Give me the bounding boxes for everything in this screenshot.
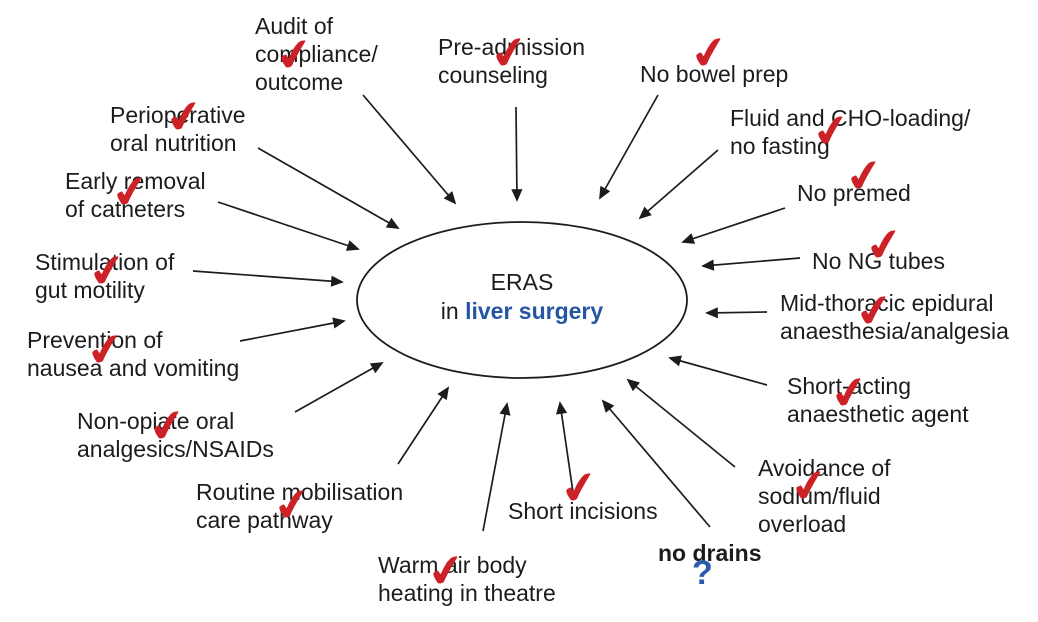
arrow-stimulation [192, 270, 344, 287]
arrow-mid-thoracic [705, 307, 768, 319]
center-subject: liver surgery [465, 298, 604, 324]
label-warm-air-body-heating: Warm air body heating in theatre [378, 552, 556, 606]
question-mark-icon: ? [692, 554, 713, 592]
label-perioperative-oral-nutrition: Perioperative oral nutrition [110, 102, 246, 156]
center-ellipse [356, 221, 688, 379]
label-non-opiate-analgesics: Non-opiate oral analgesics/NSAIDs [77, 408, 274, 462]
label-early-removal-catheters: Early removal of catheters [65, 168, 206, 222]
label-short-acting-anaesthetic: Short-acting anaesthetic agent [787, 373, 969, 427]
arrow-no-bowel-prep [599, 94, 659, 200]
arrow-non-opiate [294, 362, 384, 413]
arrow-no-drains [601, 399, 711, 528]
center-label: ERAS in liver surgery [357, 222, 687, 378]
arrow-pre-admission [511, 106, 523, 202]
label-no-drains: no drains [658, 540, 762, 566]
label-no-bowel-prep: No bowel prep [640, 61, 789, 87]
label-audit-of-compliance-outcome: Audit of compliance/ outcome [255, 13, 378, 95]
label-prevention-nausea-vomiting: Prevention of nausea and vomiting [27, 327, 240, 381]
arrow-routine-mobilisation [397, 386, 450, 465]
label-no-ng-tubes: No NG tubes [812, 248, 945, 274]
label-routine-mobilisation: Routine mobilisation care pathway [196, 479, 404, 533]
arrow-warm-air [482, 402, 511, 532]
arrow-no-ng-tubes [701, 257, 801, 271]
arrow-audit [362, 94, 457, 205]
arrow-short-incisions [556, 401, 575, 500]
label-fluid-and-cho-loading: Fluid and CHO-loading/ no fasting [730, 105, 971, 159]
label-stimulation-gut-motility: Stimulation of gut motility [35, 249, 175, 303]
arrow-prevention [239, 317, 346, 342]
label-pre-admission-counseling: Pre-admission counseling [438, 34, 585, 88]
arrow-fluid-cho [638, 149, 719, 220]
arrow-no-premed [681, 207, 786, 244]
arrow-perioperative [257, 147, 400, 229]
label-no-premed: No premed [797, 180, 911, 206]
label-mid-thoracic-epidural: Mid-thoracic epidural anaesthesia/analge… [780, 290, 1009, 344]
arrow-early-removal [217, 201, 360, 251]
center-title: ERAS [490, 269, 554, 295]
label-short-incisions: Short incisions [508, 498, 658, 524]
label-avoidance-of-sodium-fluid: Avoidance of sodium/fluid overload [758, 455, 891, 537]
arrow-avoidance [626, 378, 736, 468]
center-subtitle: in liver surgery [440, 298, 604, 324]
arrow-short-acting [668, 355, 768, 386]
